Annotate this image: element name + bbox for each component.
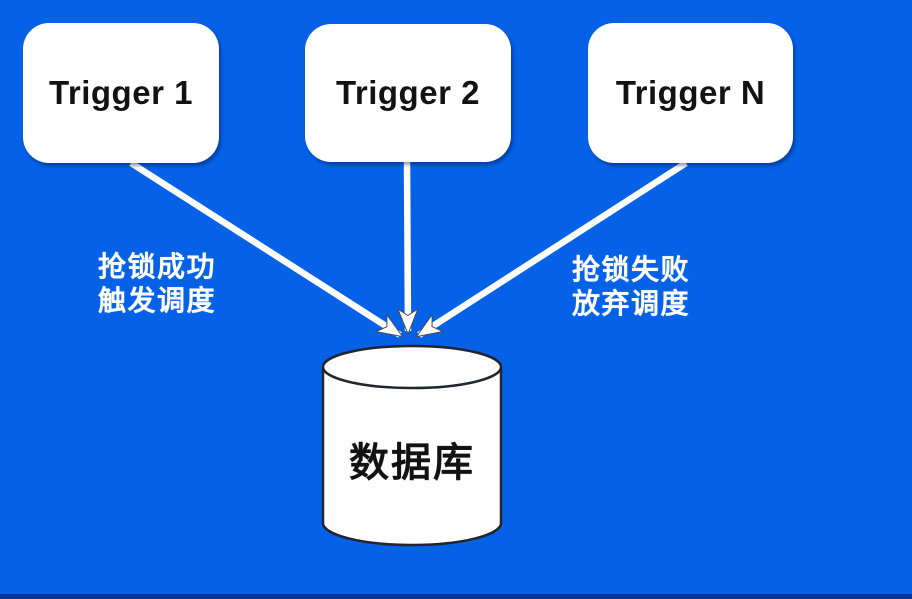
annotation-lock-success-line1: 抢锁成功 — [98, 251, 217, 282]
database-cylinder — [321, 344, 503, 547]
arrow-triggerN-to-db — [419, 160, 688, 338]
arrow-trigger1-to-db — [129, 160, 400, 338]
annotation-lock-success-line2: 触发调度 — [98, 285, 217, 316]
node-trigger-n: Trigger N — [588, 23, 793, 163]
database-label: 数据库 — [349, 441, 475, 485]
node-trigger-1-label: Trigger 1 — [49, 74, 193, 111]
node-trigger-2-label: Trigger 2 — [336, 74, 480, 111]
annotation-lock-failure-line1: 抢锁失败 — [572, 254, 691, 285]
node-trigger-1: Trigger 1 — [23, 23, 219, 163]
annotation-lock-success: 抢锁成功 触发调度 — [98, 250, 216, 318]
annotation-lock-failure: 抢锁失败 放弃调度 — [572, 253, 690, 321]
arrow-trigger2-to-db — [407, 161, 408, 331]
node-trigger-2: Trigger 2 — [305, 24, 511, 162]
bottom-edge-strip — [0, 594, 912, 599]
node-trigger-n-label: Trigger N — [615, 74, 766, 111]
annotation-lock-failure-line2: 放弃调度 — [572, 288, 691, 319]
